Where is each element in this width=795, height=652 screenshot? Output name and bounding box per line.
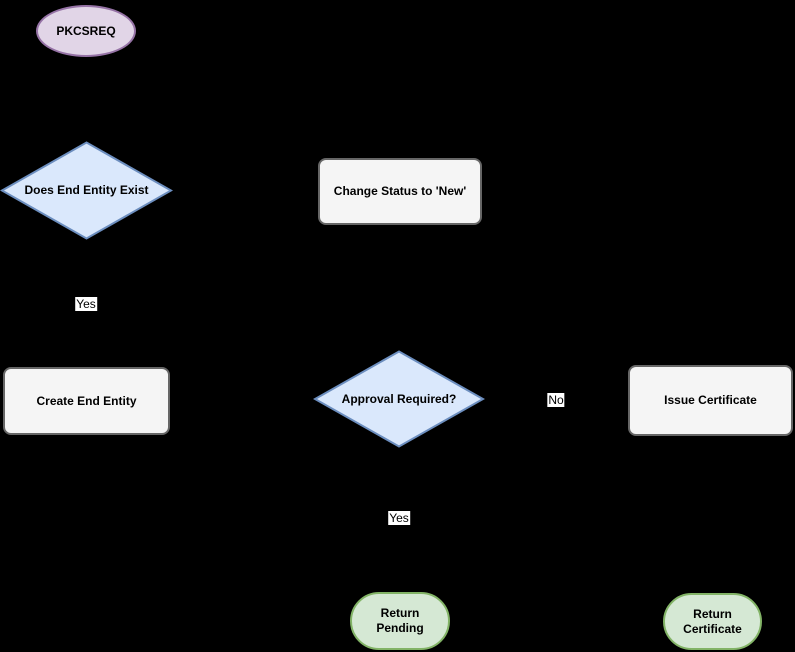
- node-change-status-to-new-label: Change Status to 'New': [333, 184, 467, 198]
- node-change-status-to-new: Change Status to 'New': [318, 158, 482, 225]
- node-return-pending: Return Pending: [350, 592, 450, 650]
- node-return-certificate: Return Certificate: [663, 593, 762, 650]
- node-return-pending-label: Return Pending: [376, 606, 424, 635]
- node-pkcsreq: PKCSREQ: [36, 5, 136, 57]
- node-pkcsreq-label: PKCSREQ: [56, 23, 116, 38]
- node-create-end-entity: Create End Entity: [3, 367, 170, 435]
- edge-label-yes-approval: Yes: [388, 511, 410, 525]
- node-create-end-entity-label: Create End Entity: [36, 393, 137, 408]
- node-does-end-entity-exist: Does End Entity Exist: [0, 141, 173, 240]
- decision-diamond-shape: [313, 350, 485, 448]
- node-approval-required: Approval Required?: [313, 350, 485, 448]
- node-does-end-entity-exist-label: Does End Entity Exist: [24, 183, 149, 197]
- decision-diamond-shape: [0, 141, 173, 240]
- node-issue-certificate: Issue Certificate: [628, 365, 793, 436]
- node-issue-certificate-label: Issue Certificate: [664, 393, 757, 407]
- edge-label-yes-exist: Yes: [75, 297, 97, 311]
- node-return-certificate-label: Return Certificate: [683, 606, 742, 636]
- edge-label-no-approval: No: [547, 393, 565, 407]
- node-approval-required-label: Approval Required?: [341, 391, 457, 406]
